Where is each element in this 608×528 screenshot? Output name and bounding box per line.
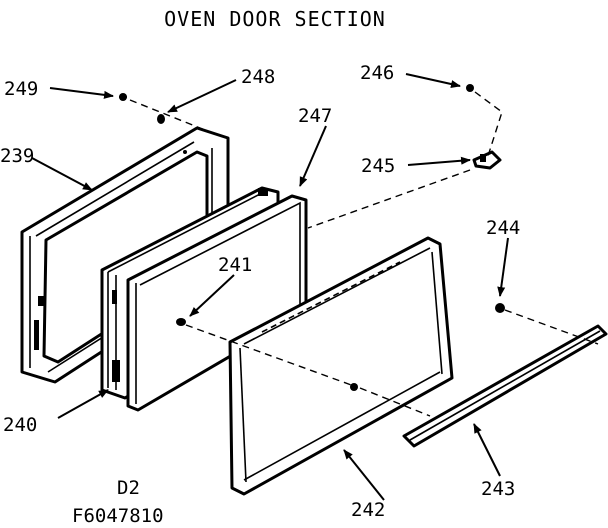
assembly-lines — [129, 91, 599, 417]
footer-part-number: F6047810 — [72, 505, 164, 527]
label-240: 240 — [3, 414, 37, 436]
label-245: 245 — [361, 155, 395, 177]
part-245-bracket — [472, 150, 502, 170]
label-248: 248 — [241, 66, 275, 88]
label-239: 239 — [0, 145, 34, 167]
label-247: 247 — [298, 105, 332, 127]
part-249-screw — [119, 93, 127, 101]
leader-arrows — [31, 73, 509, 501]
label-242: 242 — [351, 499, 385, 521]
part-244-nut — [495, 303, 505, 313]
diagram-title: OVEN DOOR SECTION — [164, 7, 386, 31]
part-241-screw — [176, 318, 186, 326]
part-242-outer-glass — [228, 236, 454, 496]
part-243-handle-trim — [402, 324, 608, 448]
label-241: 241 — [218, 254, 252, 276]
label-243: 243 — [481, 478, 515, 500]
part-glass-screw — [350, 383, 358, 391]
label-246: 246 — [360, 62, 394, 84]
part-248-nut — [157, 114, 165, 124]
label-244: 244 — [486, 217, 520, 239]
part-246-screw — [466, 84, 474, 92]
label-249: 249 — [4, 78, 38, 100]
footer-code-d2: D2 — [117, 477, 140, 499]
